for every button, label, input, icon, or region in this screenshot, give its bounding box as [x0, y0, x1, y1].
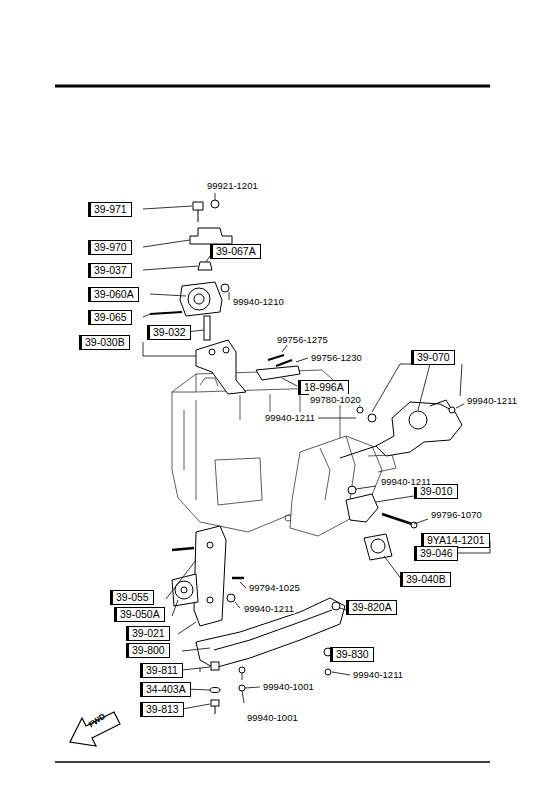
- part-number: 99940-1211: [380, 476, 432, 487]
- part-number: 39-060A: [94, 288, 134, 300]
- callout-box: 39-070: [411, 350, 455, 365]
- part-number: 34-403A: [146, 683, 186, 695]
- part-number: 39-021: [132, 627, 165, 639]
- top-rule: [55, 85, 490, 88]
- callout-box: 39-032: [147, 325, 191, 340]
- part-number: 39-032: [153, 326, 186, 338]
- part-number: 18-996A: [304, 381, 344, 393]
- part-number: 99780-1020: [309, 394, 362, 405]
- part-number: 39-830: [336, 648, 369, 660]
- part-number: 99756-1230: [310, 352, 363, 363]
- callout-box: 39-065: [88, 310, 132, 325]
- callout-box: 39-067A: [210, 244, 261, 259]
- forward-arrow: [70, 712, 120, 746]
- part-number: 39-813: [146, 703, 179, 715]
- callout-box: 39-046: [414, 546, 458, 561]
- part-number: 39-050A: [120, 608, 160, 620]
- part-number: 99940-1211: [352, 669, 404, 680]
- part-number: 39-971: [94, 203, 127, 215]
- callout-box: 39-820A: [346, 600, 397, 615]
- part-number: 39-030B: [85, 336, 125, 348]
- callout-box: 39-021: [126, 626, 170, 641]
- part-number: 99940-1211: [264, 412, 316, 423]
- part-number: 39-800: [132, 644, 165, 656]
- callout-box: 39-030B: [79, 335, 130, 350]
- top-engine-mount: [150, 200, 300, 394]
- part-number: 39-067A: [216, 245, 256, 257]
- part-number: 39-070: [417, 351, 450, 363]
- callout-box: 39-055: [110, 590, 154, 605]
- callout-box: 39-040B: [400, 572, 451, 587]
- part-number: 9YA14-1201: [427, 534, 485, 546]
- callout-box: 18-996A: [298, 380, 349, 395]
- part-number: 99921-1201: [206, 180, 259, 191]
- part-number: 39-040B: [406, 573, 446, 585]
- front-engine-mount: [346, 486, 417, 560]
- part-number: 99756-1275: [276, 334, 329, 345]
- part-number: 39-970: [94, 241, 127, 253]
- part-number: 99940-1210: [232, 296, 285, 307]
- callout-box: 39-970: [88, 240, 132, 255]
- callout-box: 39-811: [140, 663, 183, 678]
- part-number: 99940-1001: [246, 712, 299, 723]
- rear-engine-mount: [172, 526, 244, 626]
- callout-box: 39-800: [126, 643, 170, 658]
- callout-box: 39-971: [88, 202, 132, 217]
- callout-box: 39-037: [88, 263, 132, 278]
- part-number: 99940-1211: [243, 603, 295, 614]
- callout-box: 39-060A: [88, 287, 139, 302]
- callout-box: 34-403A: [140, 682, 191, 697]
- callout-box: 39-050A: [114, 607, 165, 622]
- part-number: 39-037: [94, 264, 127, 276]
- crossmember: [196, 598, 345, 714]
- bottom-rule: [55, 761, 490, 763]
- part-number: 39-820A: [352, 601, 392, 613]
- part-number: 39-055: [116, 591, 149, 603]
- part-number: 99796-1070: [430, 509, 483, 520]
- part-number: 99940-1211: [466, 395, 518, 406]
- leader-lines: [143, 193, 490, 709]
- part-number: 39-046: [420, 547, 453, 559]
- part-number: 99794-1025: [248, 582, 301, 593]
- callout-box: 39-830: [330, 647, 374, 662]
- part-number: 99940-1001: [262, 681, 315, 692]
- right-engine-mount: [340, 400, 462, 458]
- part-number: 39-065: [94, 311, 127, 323]
- part-number: 39-811: [146, 664, 178, 676]
- callout-box: 39-813: [140, 702, 184, 717]
